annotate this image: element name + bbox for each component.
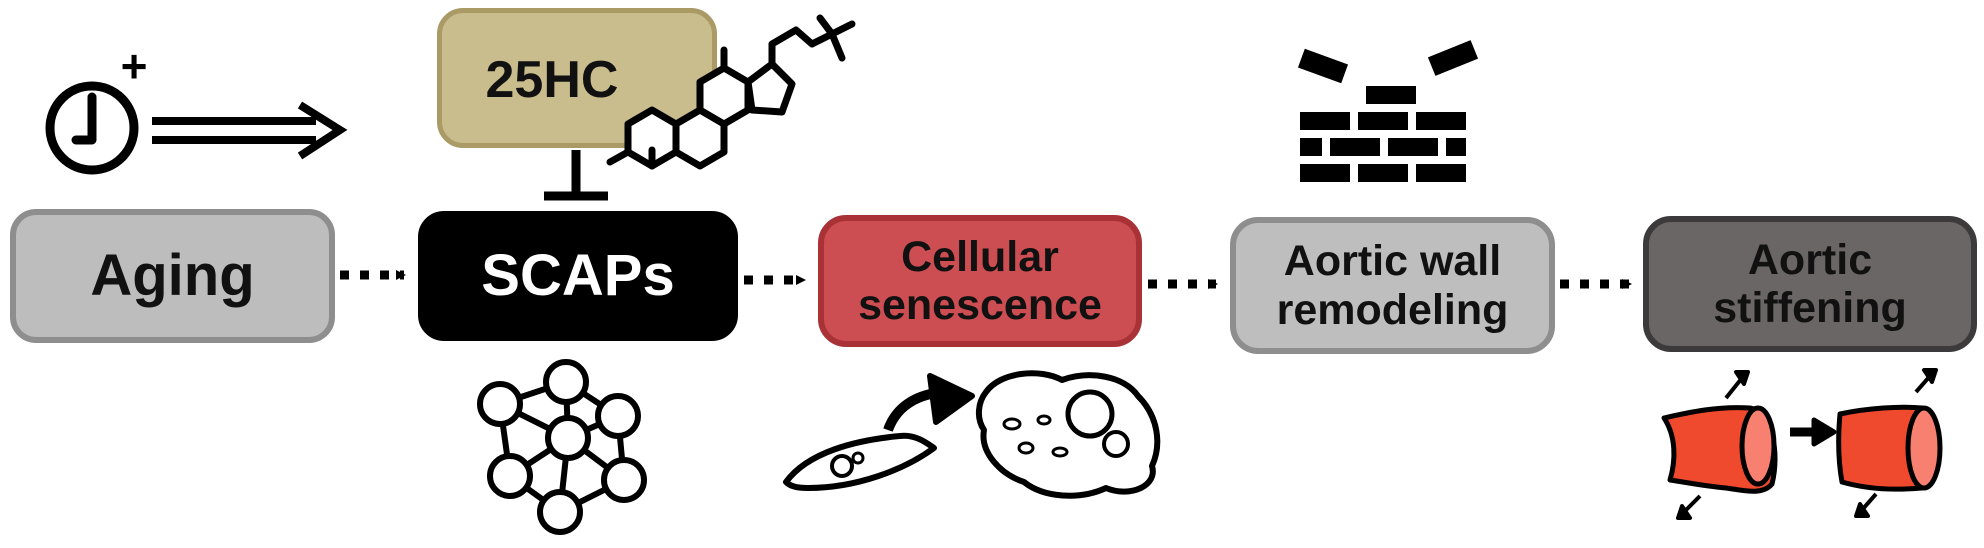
clock-icon: [45, 81, 139, 175]
vessel-stiffening-icon: [1661, 368, 1943, 520]
stage-label: SCAPs: [481, 242, 675, 308]
sterol-molecule-icon: [606, 14, 856, 170]
stage-cellular-senescence-box: Cellular senescence: [818, 215, 1142, 347]
clock-plus-badge: +: [121, 40, 148, 92]
inhibitor-label: 25HC: [485, 51, 619, 109]
stage-label-line-1: Aortic: [1747, 235, 1873, 284]
stage-aortic-stiffening-box: Aortic stiffening: [1643, 216, 1977, 352]
cell-transition-icon: [783, 370, 1161, 499]
stage-label-line-2: senescence: [858, 281, 1102, 329]
stage-scaps-box: SCAPs: [418, 211, 738, 341]
inhibition-bar-icon: [544, 150, 608, 201]
double-arrow-icon: [152, 101, 348, 160]
stage-aortic-wall-remodeling-box: Aortic wall remodeling: [1230, 217, 1555, 354]
stage-label-line-1: Aortic wall: [1283, 237, 1502, 286]
stage-aging-box: Aging: [10, 209, 335, 343]
brick-wall-icon: [1297, 40, 1479, 182]
stage-label-line-2: stiffening: [1713, 284, 1907, 332]
stage-label: Aging: [90, 242, 255, 308]
stage-label-line-1: Cellular: [901, 232, 1059, 281]
stage-label-line-2: remodeling: [1276, 285, 1509, 334]
network-icon: [477, 359, 647, 535]
